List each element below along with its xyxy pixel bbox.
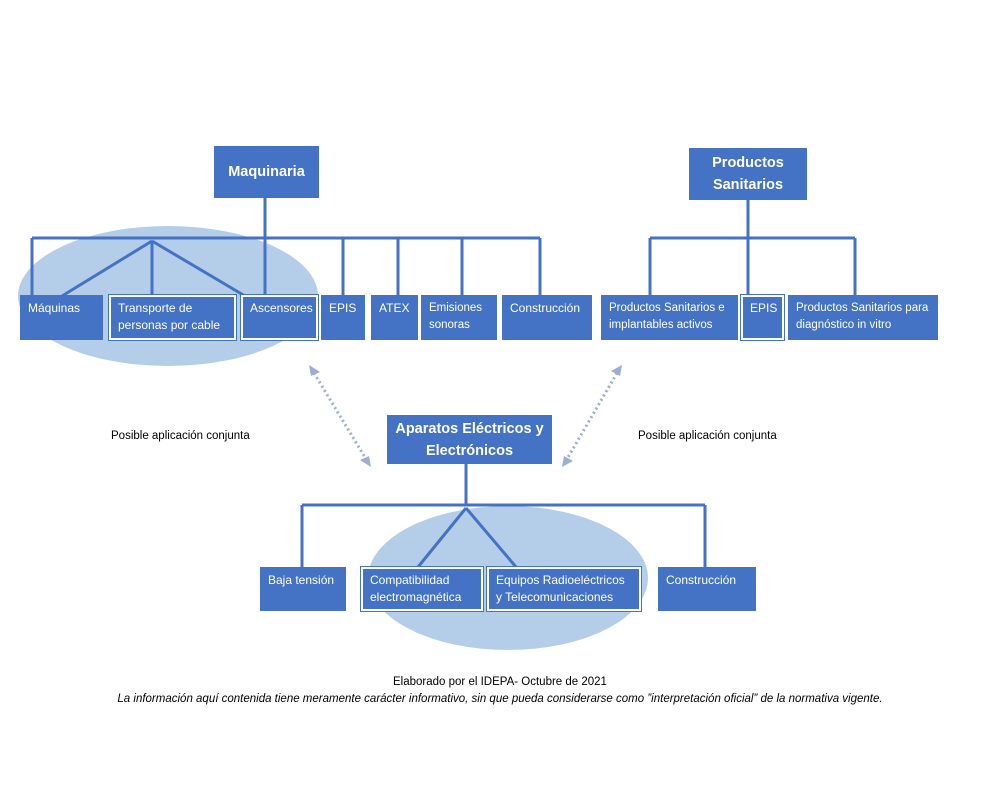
ascensores-box: Ascensores	[241, 295, 318, 340]
aparatos-title-box: Aparatos Eléctricos y Electrónicos	[387, 415, 552, 464]
productos-implantables-box: Productos Sanitarios e implantables acti…	[601, 295, 738, 340]
joint-application-label-left: Posible aplicación conjunta	[111, 430, 250, 442]
joint-application-arrows	[309, 365, 622, 467]
aparatos-connectors	[300, 462, 707, 568]
emisiones-sonoras-box: Emisiones sonoras	[421, 295, 497, 340]
arrowhead-icon	[611, 365, 622, 376]
epis-sanitarios-box: EPIS	[741, 295, 784, 340]
productos-diagnostico-box: Productos Sanitarios para diagnóstico in…	[788, 295, 938, 340]
epis-box: EPIS	[321, 295, 365, 340]
equipos-radioelectricos-box: Equipos Radioeléctricos y Telecomunicaci…	[487, 567, 641, 611]
construccion-aparatos-box: Construcción	[658, 567, 756, 611]
transporte-personas-cable-box: Transporte de personas por cable	[109, 295, 236, 340]
footer-credit: Elaborado por el IDEPA- Octubre de 2021	[393, 676, 607, 688]
arrowhead-icon	[309, 365, 320, 376]
arrowhead-icon	[562, 456, 573, 467]
maquinaria-connectors	[30, 197, 542, 298]
baja-tension-box: Baja tensión	[260, 567, 346, 611]
joint-arrow-left	[312, 372, 368, 460]
joint-arrow-right	[565, 372, 619, 460]
construccion-maquinaria-box: Construcción	[502, 295, 592, 340]
atex-box: ATEX	[371, 295, 418, 340]
joint-application-label-right: Posible aplicación conjunta	[638, 430, 777, 442]
maquinas-box: Máquinas	[20, 295, 103, 340]
footer-disclaimer: La información aquí contenida tiene mera…	[117, 693, 883, 705]
arrowhead-icon	[360, 456, 371, 467]
maquinaria-title-box: Maquinaria	[214, 146, 319, 198]
productos-sanitarios-connectors	[648, 199, 857, 296]
compatibilidad-electromagnetica-box: Compatibilidad electromagnética	[361, 567, 483, 611]
productos-sanitarios-title-box: Productos Sanitarios	[689, 148, 807, 200]
